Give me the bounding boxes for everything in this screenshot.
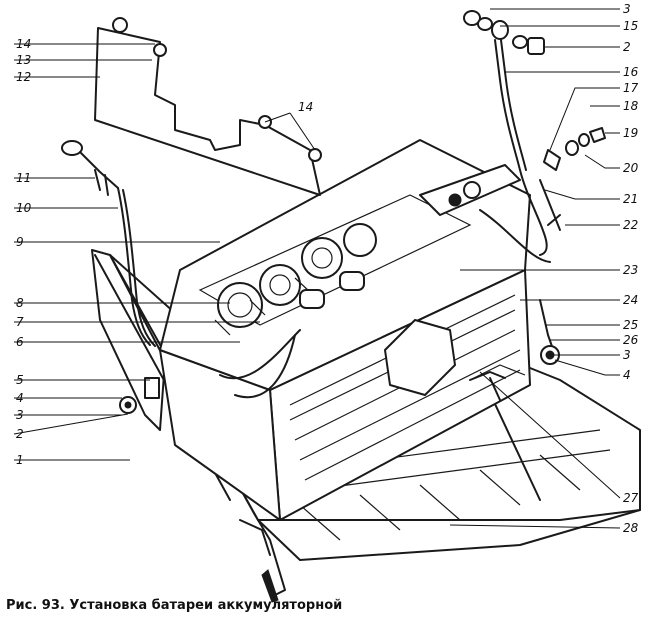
callout-2-top: 2 — [623, 40, 631, 54]
callout-3: 3 — [16, 408, 24, 422]
callout-19: 19 — [623, 126, 638, 140]
callout-14: 14 — [16, 37, 31, 51]
callout-14-top: 14 — [298, 100, 313, 114]
callout-20: 20 — [623, 161, 639, 175]
callout-12: 12 — [16, 70, 31, 84]
callout-21: 21 — [623, 192, 638, 206]
callout-16: 16 — [623, 65, 639, 79]
callout-25: 25 — [623, 318, 638, 332]
callout-10: 10 — [16, 201, 32, 215]
top-fasteners — [463, 10, 545, 55]
callout-3-top: 3 — [623, 2, 631, 16]
callout-15: 15 — [623, 19, 638, 33]
callout-4: 4 — [16, 391, 24, 405]
callout-24: 24 — [623, 293, 638, 307]
negative-cable — [61, 140, 156, 347]
callouts-top: 14 — [298, 100, 313, 114]
callout-18: 18 — [623, 99, 639, 113]
callout-8: 8 — [16, 296, 24, 310]
callout-23: 23 — [623, 263, 638, 277]
battery-top — [198, 194, 472, 336]
left-clamp — [119, 377, 160, 414]
callout-22: 22 — [623, 218, 638, 232]
callout-7: 7 — [16, 315, 24, 329]
callout-11: 11 — [16, 171, 31, 185]
hold-down-rod — [469, 371, 506, 401]
callout-3-right: 3 — [623, 348, 631, 362]
callout-27: 27 — [623, 491, 639, 505]
exploded-parts — [543, 127, 606, 171]
callout-2: 2 — [16, 427, 24, 441]
callout-17: 17 — [623, 81, 639, 95]
clamp-plate — [419, 164, 561, 231]
callout-13: 13 — [16, 53, 31, 67]
callout-28: 28 — [623, 521, 639, 535]
leader-lines — [13, 8, 621, 529]
callout-9: 9 — [16, 235, 24, 249]
callout-4-right: 4 — [623, 368, 631, 382]
cover-plate — [94, 17, 322, 196]
callouts-right: 3 15 2 16 17 18 19 20 21 22 23 24 25 26 … — [623, 2, 639, 535]
callout-1: 1 — [16, 453, 24, 467]
callout-6: 6 — [16, 335, 24, 349]
positive-cable — [219, 39, 551, 399]
right-clamp — [539, 299, 560, 365]
callout-26: 26 — [623, 333, 639, 347]
callout-5: 5 — [16, 373, 24, 387]
figure-caption: Рис. 93. Установка батареи аккумуляторно… — [6, 598, 342, 613]
callouts-left: 14 13 12 11 10 9 8 7 6 5 4 3 2 1 — [16, 37, 32, 467]
